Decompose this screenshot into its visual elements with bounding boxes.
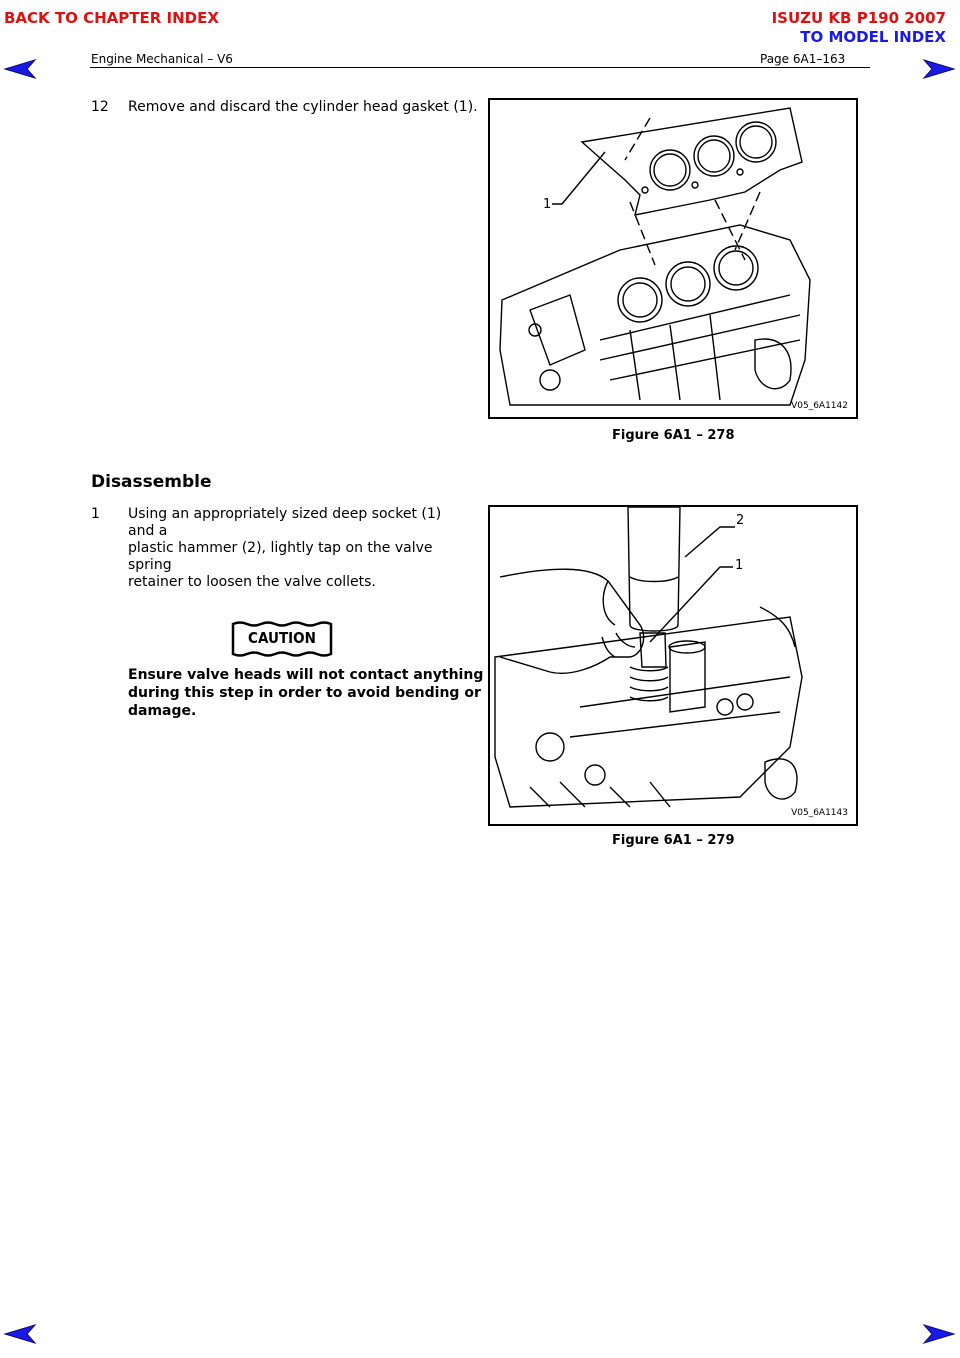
next-page-arrow-icon[interactable] bbox=[922, 58, 956, 80]
to-model-index-link[interactable]: TO MODEL INDEX bbox=[800, 28, 946, 46]
step-1-text: Using an appropriately sized deep socket… bbox=[128, 506, 468, 591]
previous-page-arrow-icon[interactable] bbox=[3, 58, 37, 80]
caution-label: CAUTION bbox=[248, 629, 316, 647]
step-1-line-2: plastic hammer (2), lightly tap on the v… bbox=[128, 540, 433, 573]
figure-279-frame: 2 1 V05_6A1143 bbox=[488, 505, 858, 826]
header-rule bbox=[90, 67, 870, 68]
back-to-chapter-index-link[interactable]: BACK TO CHAPTER INDEX bbox=[4, 9, 219, 27]
page-number: Page 6A1–163 bbox=[760, 52, 846, 66]
step-12-text: Remove and discard the cylinder head gas… bbox=[128, 99, 478, 115]
caution-text: Ensure valve heads will not contact anyt… bbox=[128, 666, 483, 720]
previous-page-arrow-bottom-icon[interactable] bbox=[3, 1323, 37, 1345]
caution-line-2: during this step in order to avoid bendi… bbox=[128, 685, 481, 701]
figure-279-caption: Figure 6A1 – 279 bbox=[612, 833, 735, 848]
caution-line-3: damage. bbox=[128, 703, 197, 719]
figure-278-frame: 1 V05_6A1142 bbox=[488, 98, 858, 419]
section-title: Engine Mechanical – V6 bbox=[91, 52, 233, 66]
figure-278-caption: Figure 6A1 – 278 bbox=[612, 428, 735, 443]
step-1-line-1: Using an appropriately sized deep socket… bbox=[128, 506, 442, 539]
step-12-number: 12 bbox=[91, 99, 109, 115]
figure-279-callout-2: 2 bbox=[736, 513, 745, 528]
figure-278-code: V05_6A1142 bbox=[791, 401, 848, 411]
figure-279-code: V05_6A1143 bbox=[791, 808, 848, 818]
disassemble-heading: Disassemble bbox=[91, 472, 212, 492]
step-1-line-3: retainer to loosen the valve collets. bbox=[128, 574, 376, 590]
valve-spring-socket-illustration bbox=[494, 506, 803, 808]
caution-badge-border-icon bbox=[231, 621, 333, 657]
next-page-arrow-bottom-icon[interactable] bbox=[922, 1323, 956, 1345]
cylinder-head-gasket-illustration bbox=[499, 107, 811, 406]
caution-line-1: Ensure valve heads will not contact anyt… bbox=[128, 667, 484, 683]
step-1-number: 1 bbox=[91, 506, 100, 522]
figure-279-callout-1: 1 bbox=[735, 558, 744, 573]
caution-badge: CAUTION bbox=[230, 620, 334, 658]
figure-278-callout-1: 1 bbox=[543, 197, 552, 212]
model-title: ISUZU KB P190 2007 bbox=[771, 9, 946, 27]
